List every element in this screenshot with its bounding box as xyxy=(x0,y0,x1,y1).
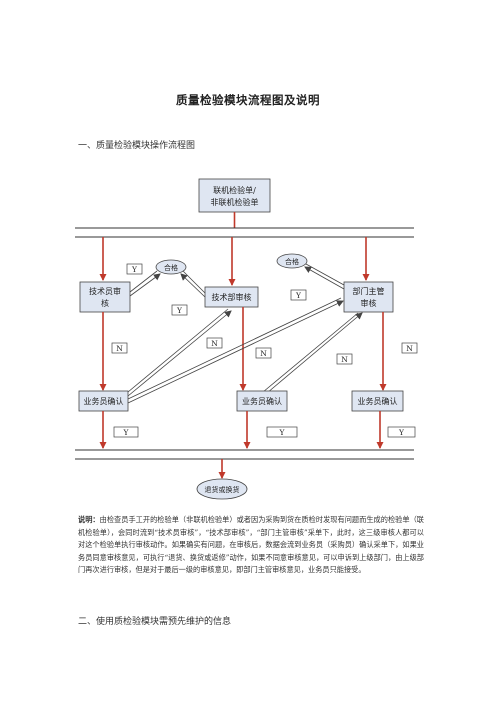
path-dept-head-pass-b xyxy=(304,266,345,290)
start-box: 联机检验单/ 非联机检验单 xyxy=(198,178,271,213)
tag-n-3: N xyxy=(255,347,272,359)
path-tech-dept-pass-a xyxy=(182,270,206,294)
confirm-box-3: 业务员确认 xyxy=(351,390,404,412)
explanation-note: 说明：由检查员手工开的检验单（非联机检验单）或者因为采购到货在质检时发现有问题而… xyxy=(78,514,424,577)
confirm-box-1: 业务员确认 xyxy=(78,390,129,412)
section-heading-maintenance: 二、使用质检验模块需预先维护的信息 xyxy=(78,617,232,627)
end-oval: 退货或换货 xyxy=(196,478,248,500)
svg-text:Y: Y xyxy=(176,306,183,315)
tag-n-2: N xyxy=(206,337,223,349)
tech-dept-label: 技术部审核 xyxy=(212,292,252,302)
tag-y-bottom-1: Y xyxy=(113,426,139,438)
tag-n-1: N xyxy=(111,342,128,354)
svg-text:N: N xyxy=(341,355,348,364)
tech-staff-line2: 核 xyxy=(101,298,109,308)
pass-oval-1-label: 合格 xyxy=(164,263,178,272)
svg-text:N: N xyxy=(406,344,413,353)
appeal-1-to-dept-head-b xyxy=(127,300,344,404)
path-dept-head-pass-a xyxy=(305,263,345,286)
appeal-2-to-dept-head-b xyxy=(266,312,363,394)
confirm-box-3-label: 业务员确认 xyxy=(358,396,398,406)
end-oval-label: 退货或换货 xyxy=(205,485,240,494)
svg-text:N: N xyxy=(260,349,267,358)
pass-oval-2: 合格 xyxy=(276,253,308,269)
tag-y-bottom-2: Y xyxy=(266,426,298,438)
svg-text:Y: Y xyxy=(279,428,286,437)
tag-y-bottom-3: Y xyxy=(387,426,416,438)
tech-dept-box: 技术部审核 xyxy=(204,286,259,308)
pass-oval-1: 合格 xyxy=(155,259,187,275)
appeal-1-to-tech-dept-b xyxy=(127,310,232,397)
appeal-2-to-dept-head-a xyxy=(262,312,359,393)
appeal-1-to-tech-dept-a xyxy=(127,308,229,393)
confirm-box-2-label: 业务员确认 xyxy=(242,396,282,406)
svg-text:Y: Y xyxy=(295,291,302,300)
path-tech-staff-pass-a xyxy=(129,270,158,293)
svg-text:N: N xyxy=(211,339,218,348)
path-tech-staff-pass-b xyxy=(129,273,161,297)
dept-head-line1: 部门主管 xyxy=(353,286,385,296)
tag-y-3: Y xyxy=(290,289,307,301)
svg-text:Y: Y xyxy=(131,265,138,274)
note-label: 说明： xyxy=(78,515,100,524)
tag-n-5: N xyxy=(401,342,418,354)
flowchart-diagram: 联机检验单/ 非联机检验单 技术员审 核 技术部审核 部门主管 审核 合格 合格 xyxy=(75,178,418,500)
tag-y-1: Y xyxy=(126,263,143,275)
note-text: 由检查员手工开的检验单（非联机检验单）或者因为采购到货在质检时发现有问题而生成的… xyxy=(78,515,424,575)
path-tech-dept-pass-b xyxy=(180,273,206,298)
tag-n-4: N xyxy=(336,353,353,365)
document-title: 质量检验模块流程图及说明 xyxy=(176,93,320,107)
appeal-1-to-dept-head-a xyxy=(127,297,342,400)
tech-staff-line1: 技术员审 xyxy=(89,286,121,296)
confirm-box-1-label: 业务员确认 xyxy=(84,396,124,406)
start-box-line1: 联机检验单/ xyxy=(213,185,256,195)
svg-text:Y: Y xyxy=(123,428,130,437)
tag-y-2: Y xyxy=(171,304,188,316)
section-heading-flowchart: 一、质量检验模块操作流程图 xyxy=(78,141,196,151)
svg-text:N: N xyxy=(116,344,123,353)
pass-oval-2-label: 合格 xyxy=(285,257,299,266)
confirm-box-2: 业务员确认 xyxy=(236,390,288,412)
svg-text:Y: Y xyxy=(398,428,405,437)
dept-head-box: 部门主管 审核 xyxy=(343,281,394,313)
dept-head-line2: 审核 xyxy=(361,298,377,308)
tech-staff-box: 技术员审 核 xyxy=(79,281,131,313)
start-box-line2: 非联机检验单 xyxy=(211,197,259,207)
